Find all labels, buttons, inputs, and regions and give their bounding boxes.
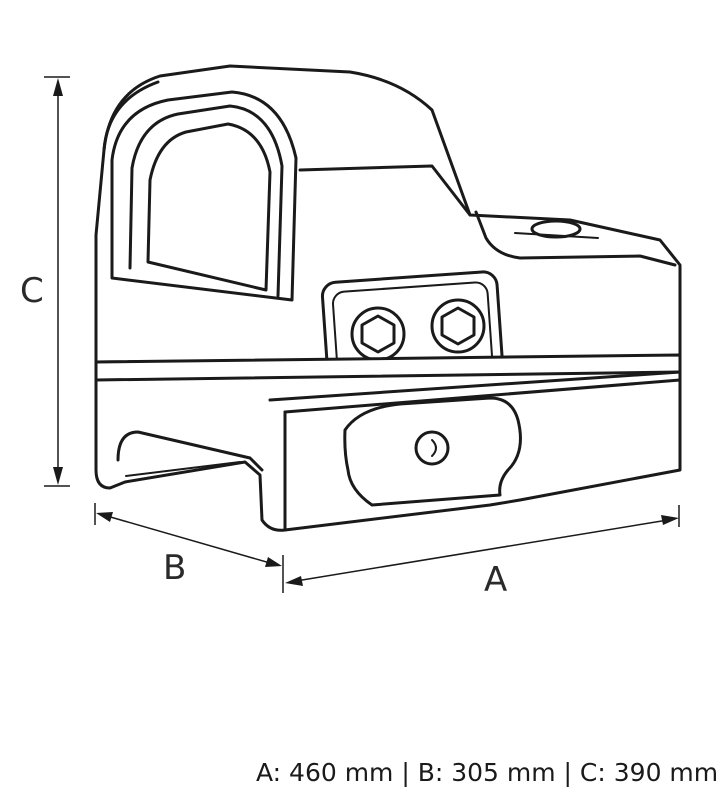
red-dot-sight-diagram: C B A (20, 64, 682, 600)
dimensions-caption: A: 460 mm | B: 305 mm | C: 390 mm (0, 758, 718, 787)
hex-screw-right (430, 298, 486, 354)
clamp-screw (414, 430, 450, 466)
dimension-c-label: C (20, 271, 44, 311)
dimension-a-label: A (484, 560, 507, 600)
rail-mount (94, 353, 682, 532)
dimension-c: C (20, 76, 70, 487)
sight-window (110, 90, 298, 302)
dimension-a: A (285, 505, 680, 600)
dimension-b-label: B (163, 548, 186, 588)
dimensions-caption-text: A: 460 mm | B: 305 mm | C: 390 mm (256, 758, 718, 787)
dimension-b: B (94, 503, 284, 593)
top-button (530, 219, 582, 239)
sight-housing (94, 64, 682, 364)
